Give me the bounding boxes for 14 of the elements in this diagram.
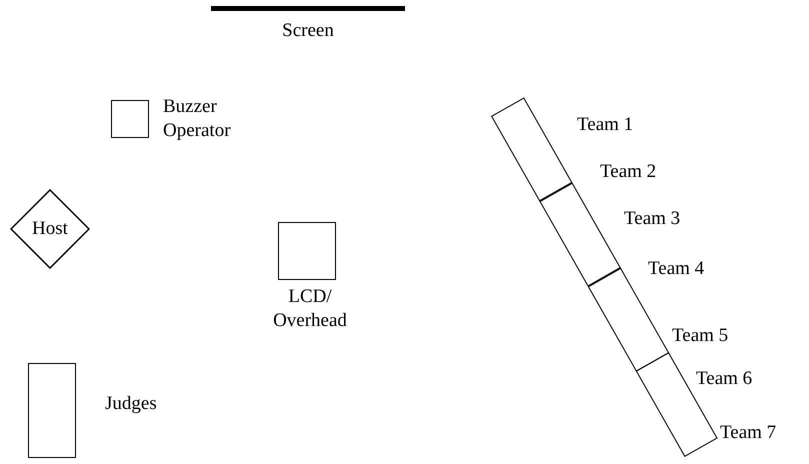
team-label: Team 3 <box>624 207 680 231</box>
team-label: Team 5 <box>672 324 728 348</box>
station-label: Screen <box>281 19 335 43</box>
team-label: Team 6 <box>696 367 752 391</box>
team-label: Team 7 <box>720 421 776 445</box>
team-label: Team 2 <box>600 160 656 184</box>
team-label: Team 1 <box>577 113 634 137</box>
team-label: Team 4 <box>648 257 704 281</box>
host-label: Host <box>31 217 69 241</box>
station-label: LCD/ Overhead <box>272 285 348 333</box>
team-table <box>538 182 620 286</box>
station-label: Buzzer Operator <box>163 95 232 143</box>
team-table <box>490 96 572 202</box>
station-label: Judges <box>105 392 157 416</box>
